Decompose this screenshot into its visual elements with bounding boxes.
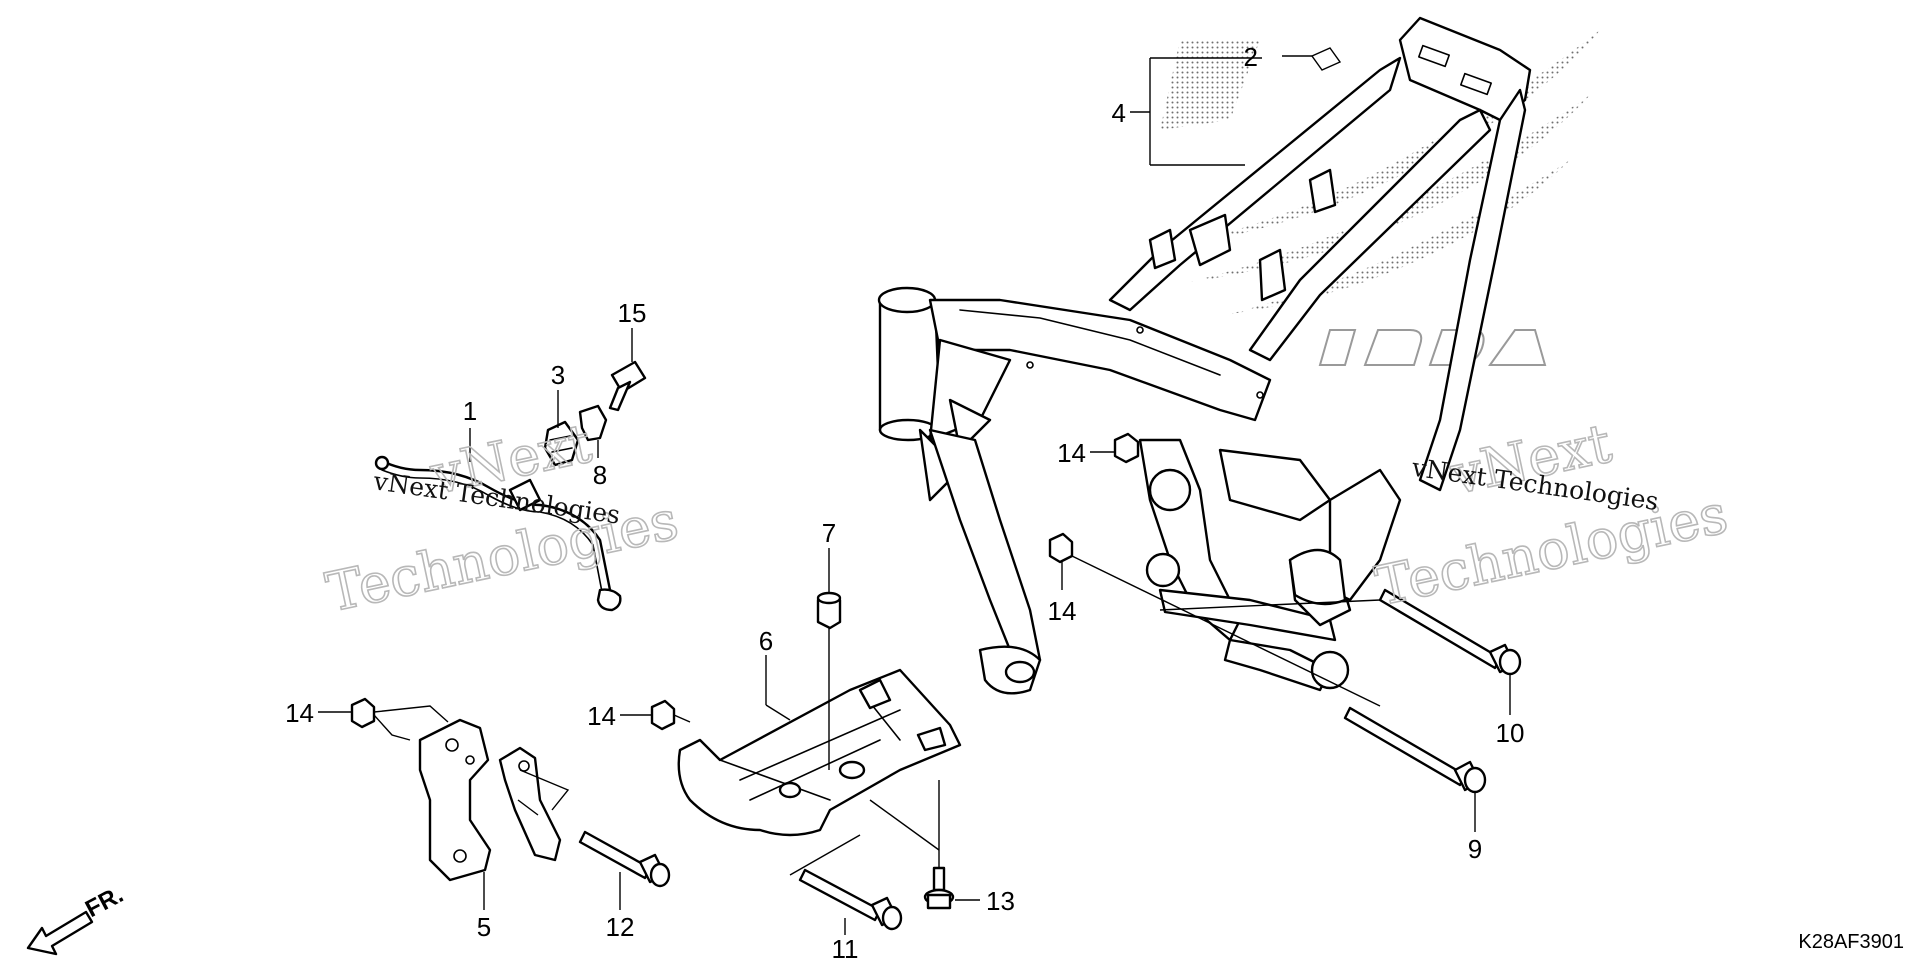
callout-6: 6 (759, 626, 773, 656)
part-13-flange-bolt (923, 866, 955, 910)
front-arrow-icon (26, 910, 94, 956)
part-3-clamp (543, 420, 580, 467)
part-7-collar (816, 591, 842, 630)
watermark-right: vNext Technologies vNext Technologies (1369, 411, 1733, 619)
callout-14-bracket: 14 (285, 698, 314, 728)
diagram-code: K28AF3901 (1798, 931, 1904, 953)
part-8-collar (578, 404, 608, 442)
callout-14-frame-mid: 14 (1048, 596, 1077, 626)
callout-4: 4 (1112, 98, 1126, 128)
callout-14-frame-top: 14 (1057, 438, 1086, 468)
callout-10: 10 (1496, 718, 1525, 748)
leader-lines (318, 47, 1511, 935)
front-direction-indicator: FR. (26, 881, 128, 956)
watermark-technologies-right: Technologies (1370, 482, 1733, 618)
part-12-bolt (578, 830, 671, 888)
callout-3: 3 (551, 360, 565, 390)
part-6-skid-plate (677, 668, 962, 837)
part-11-bolt (798, 868, 903, 931)
part-1-cable (374, 455, 622, 612)
callout-15: 15 (618, 298, 647, 328)
callouts: 2 4 15 3 1 8 14 14 7 6 10 9 14 14 5 12 1… (285, 42, 1525, 964)
callout-5: 5 (477, 912, 491, 942)
callout-14-skid: 14 (587, 701, 616, 731)
callout-9: 9 (1468, 834, 1482, 864)
callout-12: 12 (606, 912, 635, 942)
callout-2: 2 (1244, 42, 1258, 72)
callout-11: 11 (832, 934, 859, 960)
callout-8: 8 (593, 460, 607, 490)
part-5-bracket (418, 718, 562, 882)
callout-7: 7 (822, 518, 836, 548)
callout-13: 13 (986, 886, 1015, 916)
part-9-bolt (1343, 706, 1487, 794)
part-15-bolt (608, 360, 647, 412)
callout-1: 1 (463, 396, 477, 426)
part-10-bolt (1378, 588, 1522, 676)
frame-body (877, 16, 1532, 695)
